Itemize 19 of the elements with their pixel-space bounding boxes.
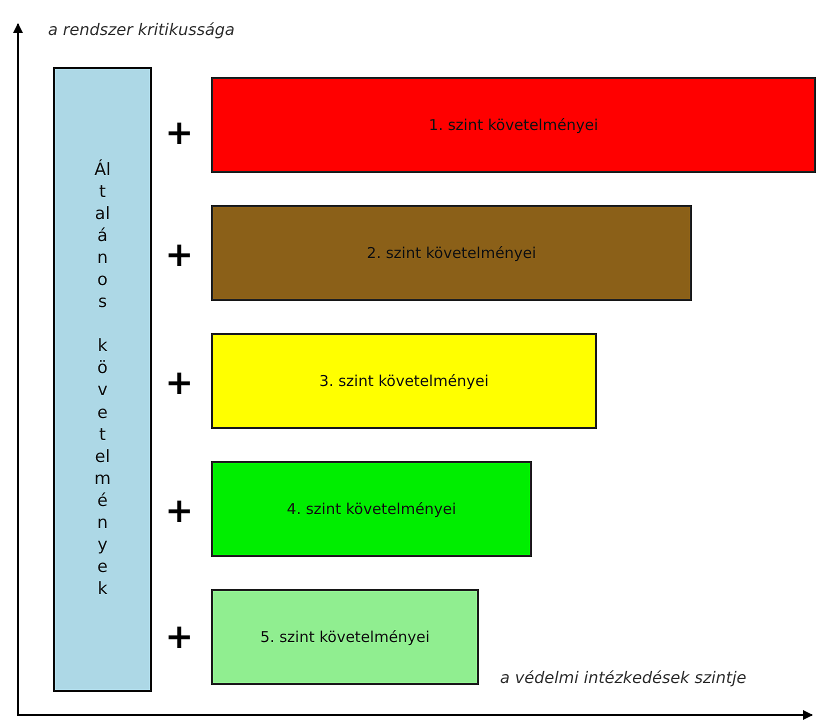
- level-bar: [211, 589, 479, 685]
- bar-label: 5. szint követelményei: [260, 628, 430, 646]
- plus-sign: +: [165, 494, 194, 528]
- axis-label: a védelmi intézkedések szintje: [500, 668, 746, 687]
- level-bar: [211, 461, 532, 557]
- bar-label: 4. szint követelményei: [286, 500, 456, 518]
- axis-label: a rendszer kritikussága: [48, 20, 235, 39]
- level-bar: [211, 77, 816, 173]
- bar-label: 1. szint követelményei: [428, 116, 598, 134]
- level-bar: [211, 205, 692, 301]
- plus-sign: +: [165, 620, 194, 654]
- bar-label: 2. szint követelményei: [366, 244, 536, 262]
- plus-sign: +: [165, 116, 194, 150]
- box-label: Általános követelmények: [94, 158, 111, 600]
- level-bar: [211, 333, 597, 429]
- plus-sign: +: [165, 238, 194, 272]
- bar-label: 3. szint követelményei: [319, 372, 489, 390]
- vertical-box: [53, 67, 152, 692]
- plus-sign: +: [165, 366, 194, 400]
